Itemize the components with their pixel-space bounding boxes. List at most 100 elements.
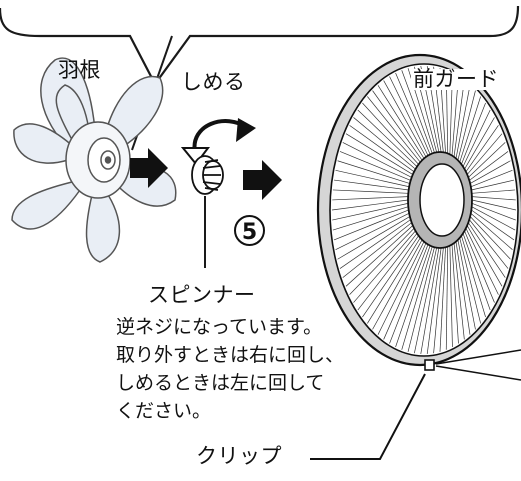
guard-spoke xyxy=(455,85,471,159)
rotate-arrow-head-tail xyxy=(236,118,256,142)
guard-spoke xyxy=(457,239,476,330)
guard-spoke xyxy=(389,76,429,156)
guard-spoke xyxy=(332,206,409,231)
fan-blade-assembly xyxy=(11,57,177,263)
guard-spoke xyxy=(401,70,433,154)
guard-spoke xyxy=(471,199,517,211)
note-line-3: しめるときは左に回して xyxy=(116,372,325,394)
guard-spoke xyxy=(470,169,513,188)
guard-spoke xyxy=(464,117,495,170)
guard-spoke xyxy=(377,85,425,159)
guard-spoke xyxy=(353,117,416,170)
guard-spoke xyxy=(389,244,429,344)
guard-spoke xyxy=(367,96,421,163)
guard-spoke xyxy=(383,243,427,340)
arrow-right-2 xyxy=(243,160,282,200)
guard-spoke xyxy=(362,102,419,165)
guard-spoke xyxy=(332,189,409,194)
guard-spoke xyxy=(420,247,440,354)
clip-leader-line xyxy=(310,373,426,460)
guard-spoke xyxy=(353,230,416,303)
spinner-label: スピンナー xyxy=(148,283,256,307)
guard-spoke xyxy=(383,80,427,158)
front-guard-label: 前ガード xyxy=(411,67,501,91)
guard-spoke xyxy=(357,109,418,167)
guard-spoke xyxy=(339,151,411,181)
guard-spoke xyxy=(471,189,516,194)
guard-spoke xyxy=(453,80,465,157)
guard-spoke xyxy=(426,247,442,354)
guard-spoke xyxy=(395,72,431,155)
guard-spoke xyxy=(372,90,423,161)
guard-spoke xyxy=(332,203,409,221)
note-line-4: ください。 xyxy=(116,400,212,422)
guard-spoke xyxy=(337,160,411,184)
guard-spoke xyxy=(345,225,414,287)
spinner-part xyxy=(191,155,224,195)
guard-spoke xyxy=(469,216,511,260)
arrow-right-1 xyxy=(130,148,168,188)
guard-spoke xyxy=(349,227,415,295)
guard-spoke xyxy=(332,196,409,201)
guard-spoke xyxy=(449,245,453,347)
clip-label: クリップ xyxy=(196,444,282,468)
guard-spoke xyxy=(401,246,433,350)
guard-spoke xyxy=(466,225,503,287)
guard-spoke xyxy=(414,247,437,354)
cord-lines xyxy=(435,349,521,381)
guard-spoke xyxy=(462,233,491,311)
guard-spoke xyxy=(339,219,411,269)
guard-spoke xyxy=(459,96,481,163)
guard-spoke xyxy=(453,243,465,340)
guard-spoke xyxy=(395,245,431,348)
front-guard xyxy=(316,53,521,367)
guard-spoke xyxy=(333,179,409,191)
guard-spoke xyxy=(331,199,409,211)
guard-spoke xyxy=(357,233,418,311)
clip-part xyxy=(424,359,435,371)
guard-spoke xyxy=(471,196,516,201)
guard-spoke xyxy=(333,209,409,241)
guard-spoke xyxy=(467,222,506,278)
guard-spoke xyxy=(342,142,412,178)
guard-spoke xyxy=(471,203,516,221)
guard-spoke xyxy=(461,235,486,318)
guard-spoke xyxy=(362,235,419,318)
guard-spoke xyxy=(468,219,509,269)
guard-spoke xyxy=(335,169,410,188)
note-line-2: 取り外すときは右に回し、 xyxy=(116,344,345,366)
guard-spoke xyxy=(407,247,435,352)
guard-spoke xyxy=(342,222,412,278)
guard-spoke xyxy=(445,246,449,350)
guard-spoke xyxy=(349,125,415,173)
guard-spoke xyxy=(464,230,495,303)
guard-spoke xyxy=(471,179,515,191)
step-number: 5 xyxy=(241,220,258,245)
guard-spoke xyxy=(439,247,446,352)
guard-spoke xyxy=(457,90,476,161)
guard-spoke xyxy=(466,133,503,175)
tighten-label: しめる xyxy=(181,70,246,94)
guard-spoke xyxy=(377,241,425,335)
guard-spoke xyxy=(367,237,421,324)
guard-spoke xyxy=(433,247,444,354)
guard-spoke xyxy=(461,102,486,165)
guard-spoke xyxy=(372,239,423,330)
note-line-1: 逆ネジになっています。 xyxy=(116,316,323,338)
guard-spoke xyxy=(451,244,459,344)
guard-spoke xyxy=(465,125,499,172)
guard-spoke xyxy=(335,212,410,251)
guard-spoke xyxy=(469,160,511,184)
guard-spoke xyxy=(465,228,499,295)
guard-spoke xyxy=(345,133,414,175)
guard-spoke xyxy=(470,212,513,250)
guard-spoke xyxy=(337,216,411,260)
guard-spoke xyxy=(455,241,471,335)
guard-spoke xyxy=(471,206,516,231)
step-number-badge: 5 xyxy=(234,215,265,246)
guard-spoke xyxy=(459,237,481,324)
guard-spoke xyxy=(469,151,509,181)
blade-label: 羽根 xyxy=(58,58,101,82)
guard-spoke xyxy=(462,109,491,167)
